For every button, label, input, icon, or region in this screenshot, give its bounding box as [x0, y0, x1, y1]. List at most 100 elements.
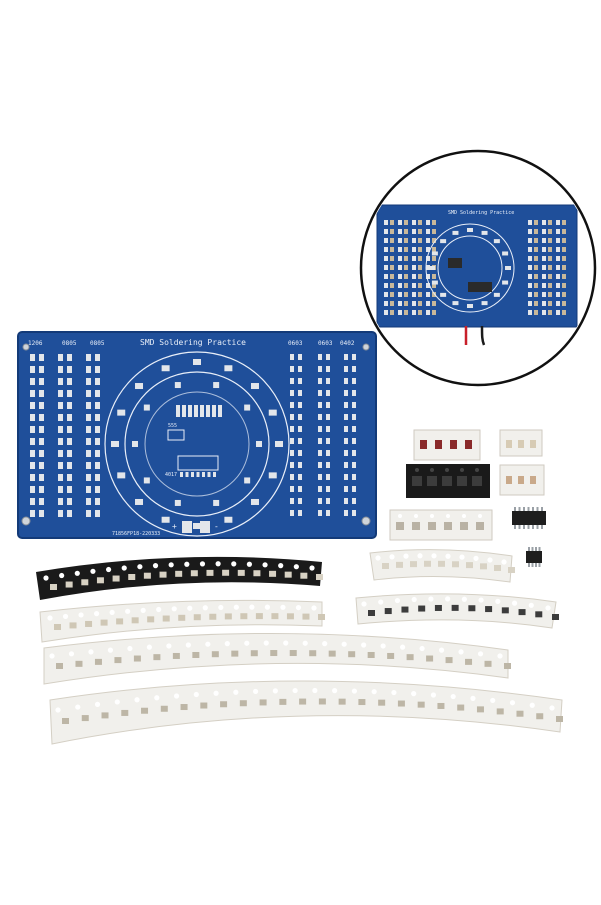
solder-pad [67, 438, 72, 445]
chip-pin [514, 525, 516, 529]
column-header-0603a: 0603 [288, 340, 303, 347]
inset-pad [398, 283, 402, 288]
plus-label: + [172, 522, 177, 531]
tape-hole [137, 564, 143, 570]
solder-pad [67, 426, 72, 433]
smd-component [434, 604, 442, 611]
center-pad [206, 405, 210, 417]
inset-pad [384, 247, 388, 252]
tape-hole [490, 697, 496, 704]
smd-component [338, 698, 346, 705]
solder-pad [352, 462, 356, 468]
smd-component [96, 577, 104, 584]
inset-pad [398, 310, 402, 315]
solder-pad [290, 414, 294, 420]
chip-pin [538, 547, 541, 551]
ring-pad [224, 365, 233, 372]
smd-component [451, 604, 459, 611]
center-pad [212, 405, 216, 417]
solder-pad [86, 390, 91, 397]
inset-component [534, 283, 538, 288]
inset-pad [426, 247, 430, 252]
smd-component [211, 651, 219, 658]
solder-pad [290, 486, 294, 492]
solder-pad [352, 510, 356, 516]
smd-component [239, 700, 247, 707]
smd-component [237, 569, 245, 576]
inset-component [548, 220, 552, 225]
solder-pad [298, 426, 302, 432]
inset-component [562, 229, 566, 234]
solder-pad [352, 486, 356, 492]
solder-pad [58, 378, 63, 385]
tape-hole [351, 688, 357, 694]
solder-pad [86, 510, 91, 517]
inset-component [418, 265, 422, 270]
inset-pad [398, 256, 402, 261]
inset-pad [556, 310, 560, 315]
solder-pad [344, 402, 348, 408]
smd-component [220, 701, 228, 708]
smd-component [418, 605, 426, 612]
inset-ring-pad [467, 304, 473, 308]
inset-pad [542, 229, 546, 234]
solder-pad [326, 486, 330, 492]
smd-component [289, 650, 297, 657]
solder-pad [30, 366, 35, 373]
tape-hole [341, 641, 347, 647]
inset-pad [398, 247, 402, 252]
tape-hole [450, 693, 456, 700]
solder-pad [344, 438, 348, 444]
solder-pad [318, 354, 322, 360]
smd-component [457, 476, 467, 486]
tape-hole [302, 640, 308, 646]
inset-component [548, 310, 552, 315]
smd-component [530, 440, 536, 448]
solder-pad [352, 474, 356, 480]
tape-hole [152, 563, 159, 569]
solder-pad [298, 438, 302, 444]
inset-pad [426, 274, 430, 279]
smd-component [143, 572, 151, 579]
tape-hole [140, 607, 146, 613]
inset-pad [542, 310, 546, 315]
solder-pad [352, 438, 356, 444]
solder-pad [86, 402, 91, 409]
solder-pad [30, 378, 35, 385]
solder-pad [326, 462, 330, 468]
inset-component [390, 265, 394, 270]
solder-pad [95, 498, 100, 505]
solder-pad [95, 462, 100, 469]
inset-component [562, 292, 566, 297]
tape-hole [403, 553, 409, 559]
ring-pad [193, 359, 201, 365]
smd-component [484, 660, 492, 667]
pcb-board: SMD Soldering Practice 1206 0805 0805 06… [17, 331, 377, 539]
chip-pin [528, 547, 530, 551]
solder-pad [326, 450, 330, 456]
solder-pad [290, 390, 294, 396]
solder-pad [39, 450, 44, 457]
inset-component [562, 265, 566, 270]
solder-pad [344, 366, 348, 372]
solder-pad [290, 510, 294, 516]
mounting-holes [21, 343, 371, 526]
inset-pad [542, 292, 546, 297]
smd-component [508, 567, 515, 573]
inset-pad [542, 247, 546, 252]
inset-component [432, 283, 436, 288]
tape-hole [430, 468, 434, 472]
tape-hole [43, 575, 49, 581]
smd-component [65, 581, 73, 588]
smd-component [286, 613, 294, 620]
solder-pad [318, 426, 322, 432]
tape-hole [414, 514, 418, 518]
tape-hole [127, 645, 133, 652]
center-pad [207, 472, 211, 477]
solder-pad [352, 366, 356, 372]
smd-component [367, 651, 375, 658]
solder-pad [86, 498, 91, 505]
tape-hole [478, 597, 484, 603]
inset-pad [528, 274, 532, 279]
